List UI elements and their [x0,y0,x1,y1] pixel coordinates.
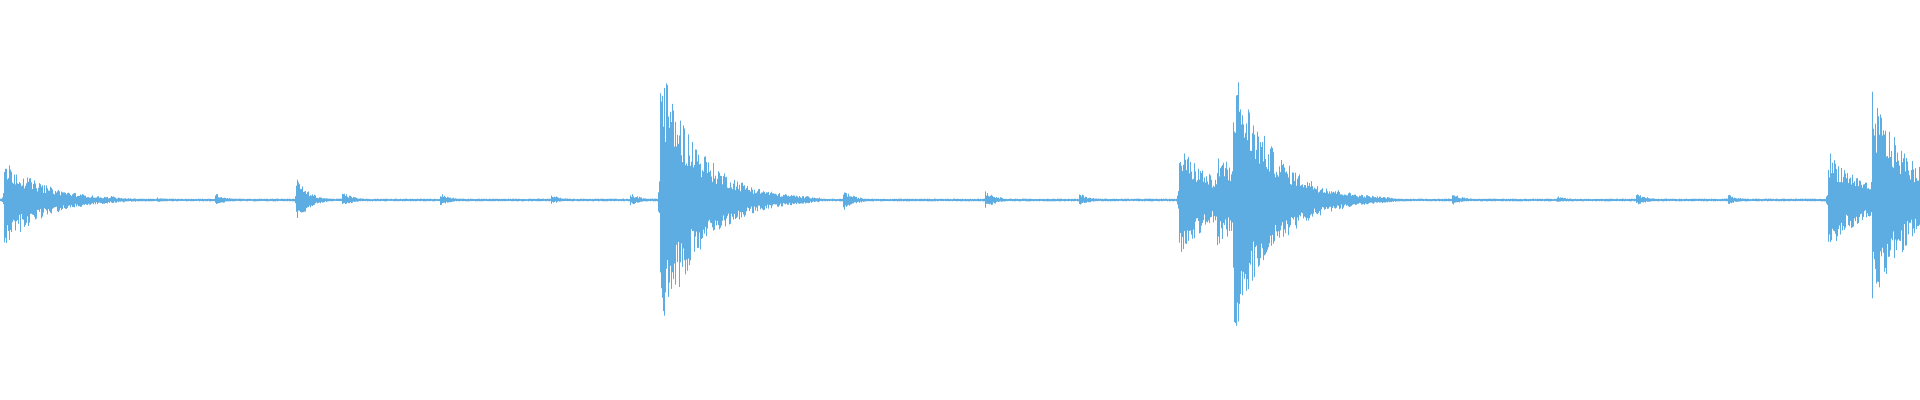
waveform-graphic [0,82,1920,326]
audio-waveform [0,82,1920,326]
